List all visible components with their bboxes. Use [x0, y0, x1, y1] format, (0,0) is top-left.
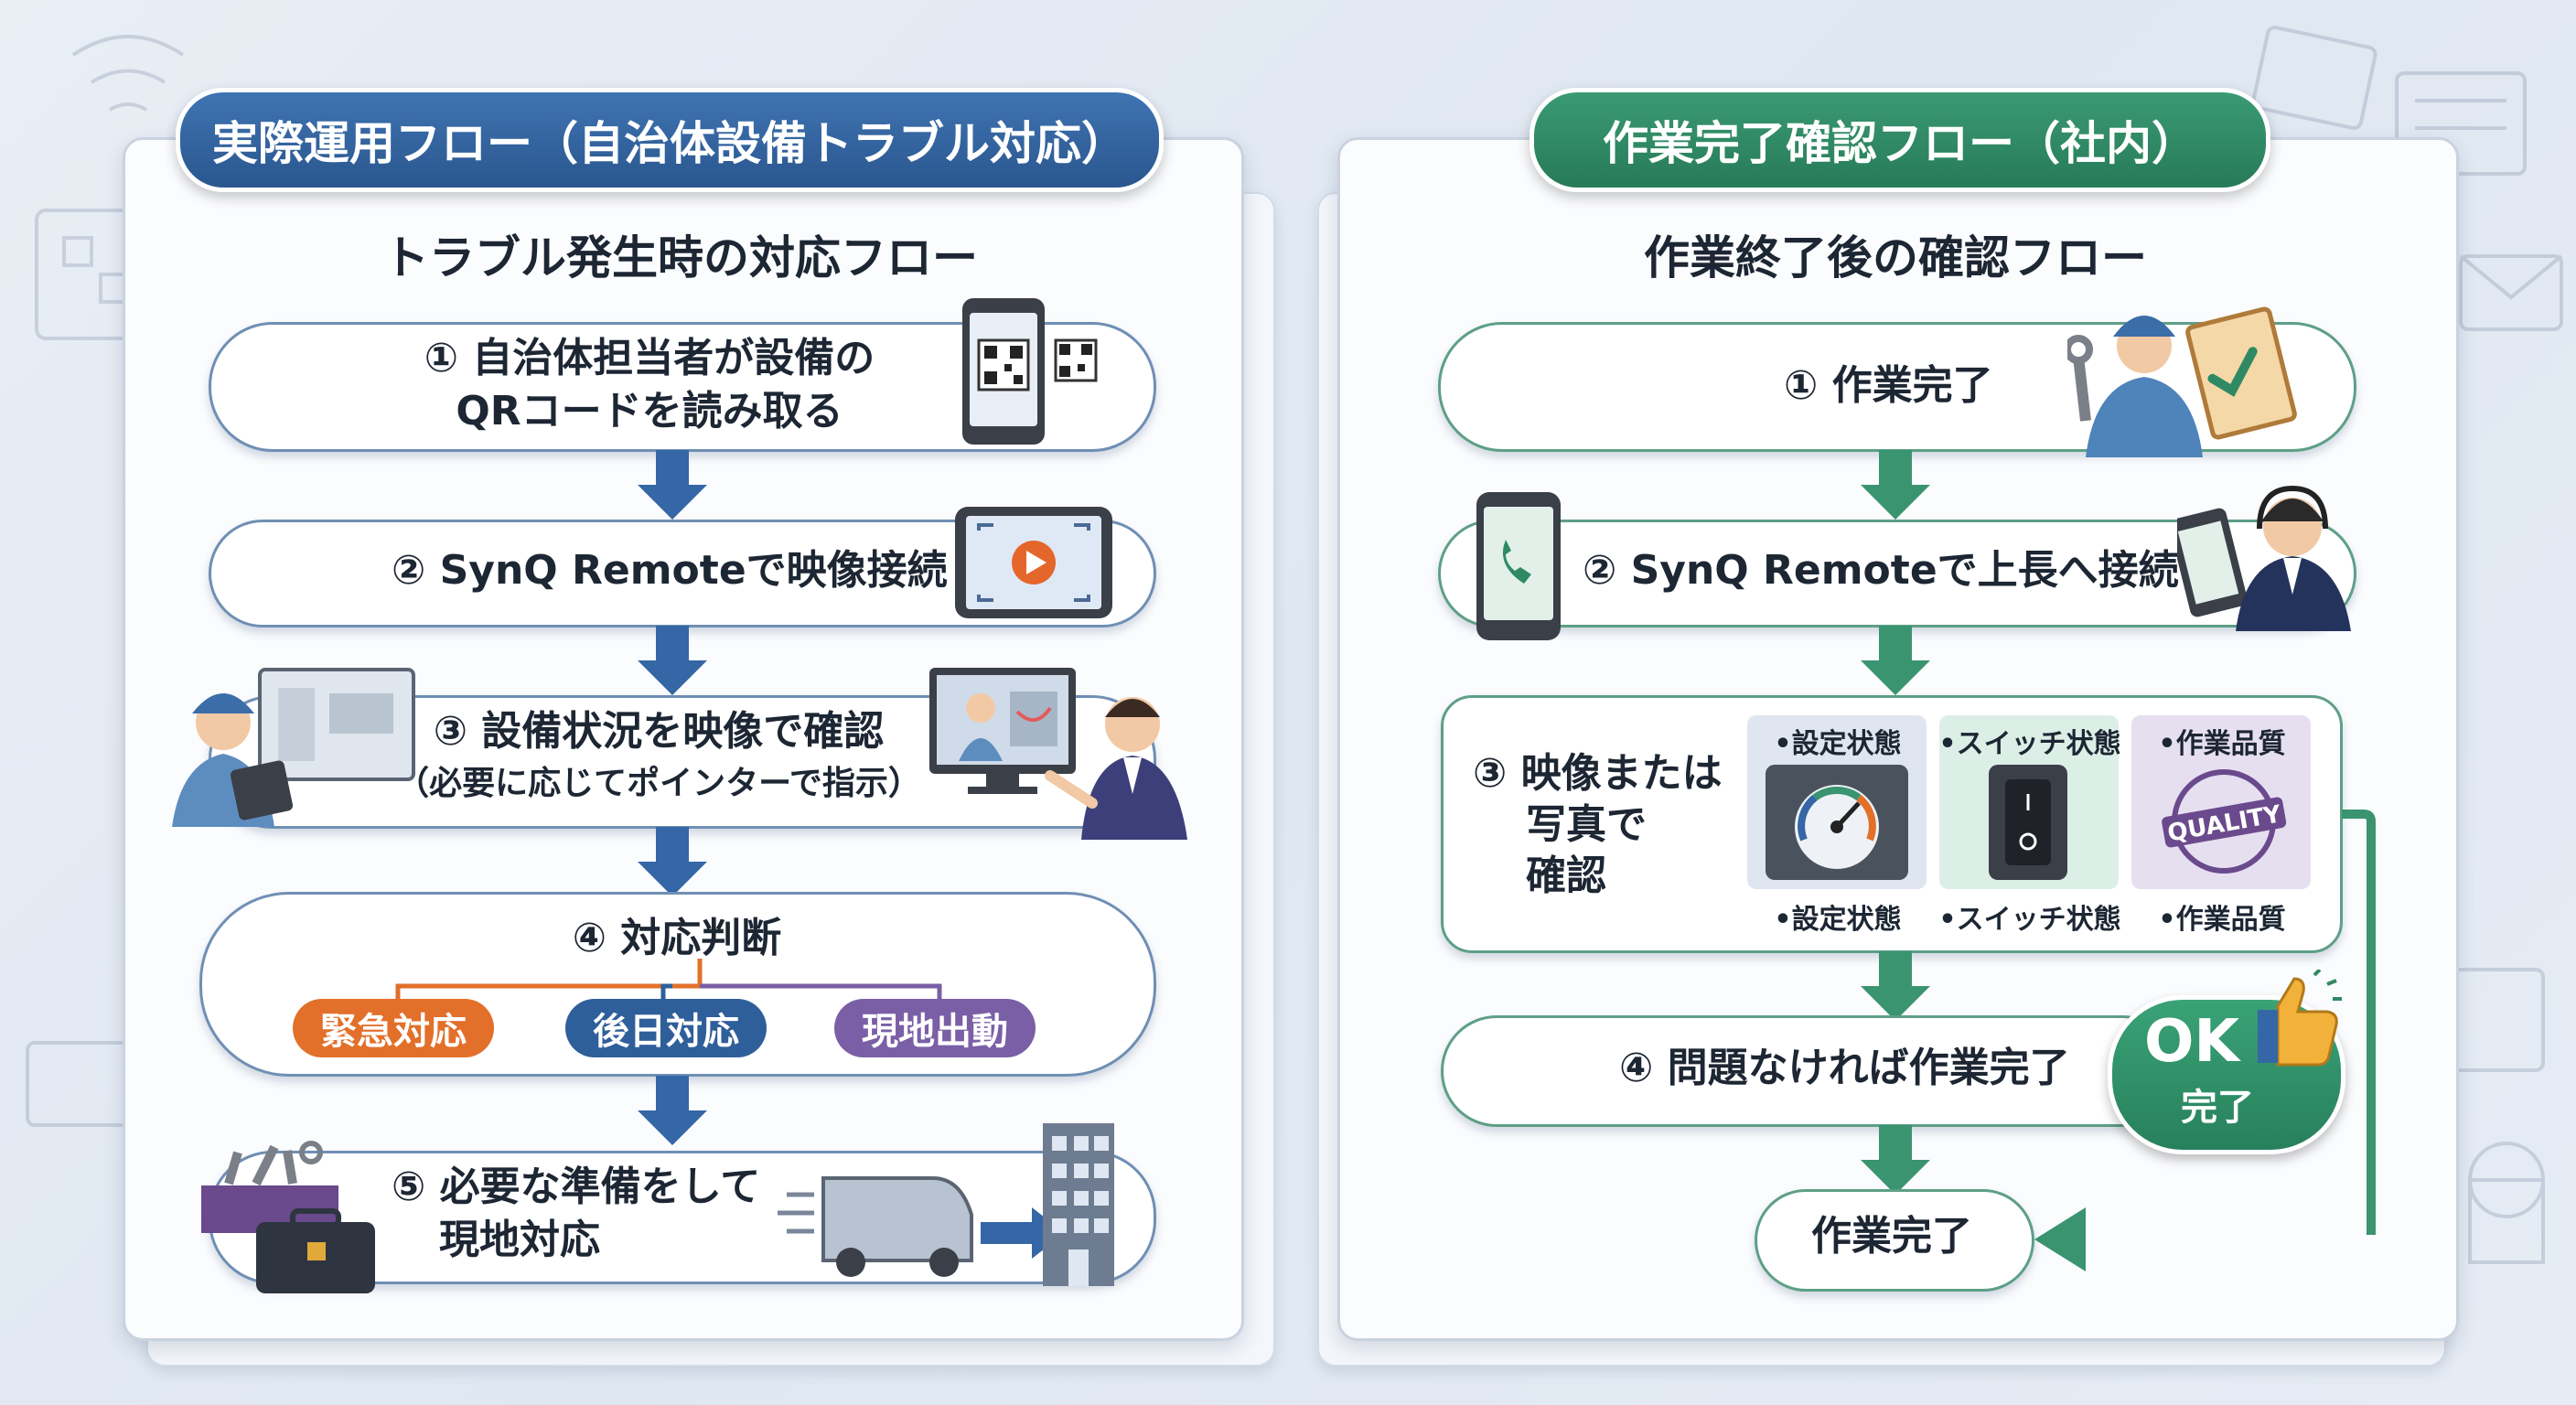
- supervisor-monitor-icon: [929, 668, 1187, 840]
- right-arrow-3: [1861, 951, 1930, 1021]
- right-step-3-line1: ③ 映像または: [1473, 750, 1723, 797]
- tile-switch-top: •スイッチ状態: [1938, 728, 2121, 760]
- left-arrow-4: [638, 1076, 707, 1145]
- right-step-3-line2: 写真で: [1526, 801, 1647, 848]
- right-arrow-1: [1861, 450, 1930, 520]
- tile-settings-top: •設定状態: [1774, 728, 1902, 760]
- right-final-label: 作業完了: [1811, 1213, 1972, 1260]
- left-step-3-line1: ③ 設備状況を映像で確認: [433, 708, 885, 755]
- phone-call-icon: [1476, 492, 1561, 640]
- ok-badge: [2108, 995, 2345, 1154]
- left-step-5-line1: ⑤ 必要な準備をして: [392, 1164, 761, 1210]
- right-title: 作業完了確認フロー（社内）: [1530, 88, 2270, 192]
- left-step-3-line2: （必要に応じてポインターで指示）: [396, 765, 921, 802]
- option-urgent: 緊急対応: [293, 999, 494, 1057]
- right-step-4-label: ④ 問題なければ作業完了: [1619, 1045, 2070, 1091]
- right-step-4: [1441, 1015, 2178, 1127]
- qr-phone-icon: [962, 298, 1098, 445]
- right-arrow-2: [1861, 626, 1930, 695]
- ok-badge-ok: OK: [2144, 1008, 2239, 1076]
- right-step-3-line3: 確認: [1526, 853, 1606, 899]
- video-tablet-icon: [955, 507, 1112, 618]
- left-step-1-line2: QRコードを読み取る: [456, 388, 843, 434]
- left-step-1-line1: ① 自治体担当者が設備の: [424, 335, 875, 381]
- worker-clipboard-icon: [2067, 306, 2297, 457]
- left-title: 実際運用フロー（自治体設備トラブル対応）: [176, 88, 1164, 192]
- right-arrow-4: [1861, 1125, 1930, 1195]
- option-onsite: 現地出動: [834, 999, 1036, 1057]
- switch-icon: [1989, 765, 2067, 880]
- gauge-icon: [1766, 765, 1908, 880]
- right-subtitle: 作業終了後の確認フロー: [1644, 231, 2147, 284]
- left-arrow-3: [638, 827, 707, 896]
- ok-path-arrowhead: [2034, 1207, 2086, 1271]
- toolbox-icon: [201, 1141, 375, 1293]
- left-arrow-2: [638, 626, 707, 695]
- supervisor-headset-icon: [2177, 485, 2351, 631]
- thumbs-up-icon: [2258, 970, 2342, 1067]
- tile-settings-bottom: •設定状態: [1774, 904, 1902, 936]
- van-to-building-icon: [778, 1123, 1114, 1286]
- worker-with-tablet-icon: [172, 668, 415, 827]
- ok-badge-done: 完了: [2181, 1087, 2254, 1129]
- left-arrow-1: [638, 450, 707, 520]
- right-step-1-label: ① 作業完了: [1784, 362, 1993, 409]
- left-step-2-label: ② SynQ Remoteで映像接続: [392, 547, 948, 594]
- tile-quality-bottom: •作業品質: [2158, 904, 2286, 936]
- quality-stamp-icon: QUALITY: [2162, 769, 2287, 874]
- tile-switch-bottom: •スイッチ状態: [1938, 904, 2121, 936]
- ok-path-connector: [2342, 810, 2376, 1235]
- right-step-2-label: ② SynQ Remoteで上長へ接続: [1583, 547, 2179, 594]
- left-step-5-line2: 現地対応: [439, 1217, 600, 1263]
- right-final: [1755, 1189, 2034, 1292]
- option-later: 後日対応: [565, 999, 767, 1057]
- left-subtitle: トラブル発生時の対応フロー: [383, 231, 978, 284]
- tile-quality-top: •作業品質: [2158, 728, 2286, 760]
- left-step-4-label: ④ 対応判断: [572, 915, 782, 961]
